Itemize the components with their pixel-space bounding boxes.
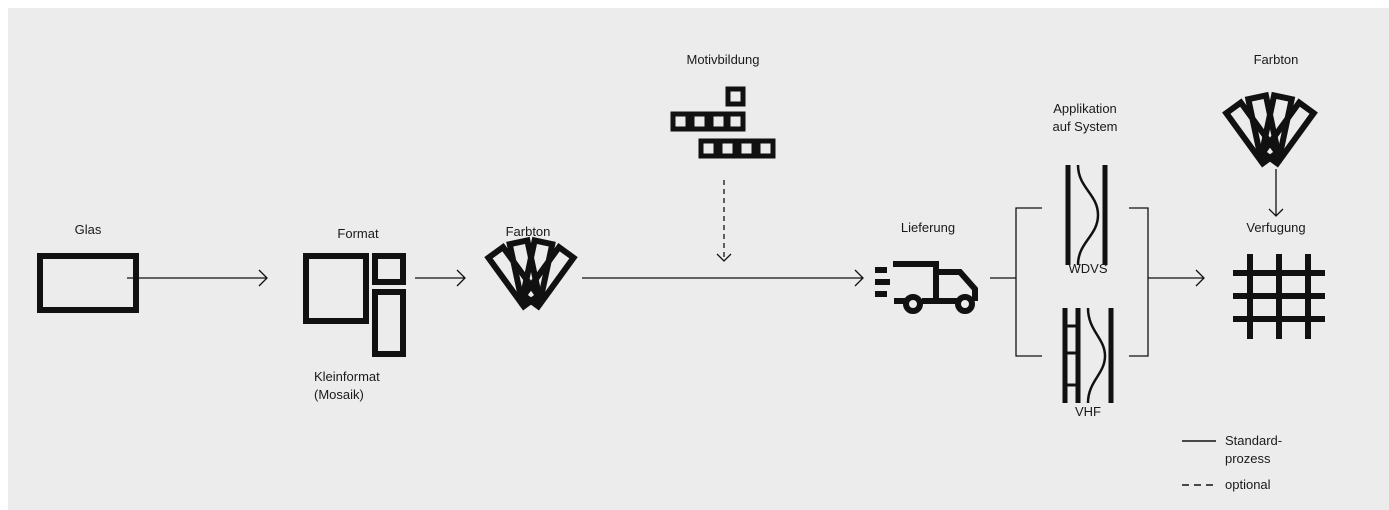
glass-pane-icon [37, 253, 139, 313]
process-diagram: Glas Format Kleinformat (Mosaik) Farbton… [8, 8, 1389, 510]
mosaic-pattern-icon [670, 86, 776, 159]
legend-optional: optional [1225, 477, 1271, 492]
label-wdvs: WDVS [1068, 261, 1108, 276]
arrow-application-verfugung [1148, 269, 1205, 287]
label-applikation-2: auf System [1052, 119, 1118, 134]
wall-system-wdvs-icon [1065, 164, 1108, 266]
label-farbton-2: Farbton [1253, 52, 1299, 67]
grout-grid-icon [1233, 254, 1325, 339]
arrow-motivbildung-optional [716, 180, 732, 262]
format-tiles-icon [303, 253, 406, 357]
label-motivbildung: Motivbildung [686, 52, 760, 67]
label-glas: Glas [74, 222, 102, 237]
label-farbton: Farbton [505, 224, 551, 239]
label-lieferung: Lieferung [900, 220, 956, 235]
arrow-farbton-verfugung [1268, 169, 1284, 217]
arrow-glas-format [127, 269, 268, 287]
arrow-format-farbton [415, 269, 466, 287]
bracket-application [990, 207, 1149, 357]
color-swatch-icon-2 [1222, 91, 1318, 168]
label-kleinformat-1: Kleinformat [314, 369, 380, 384]
delivery-truck-icon [875, 261, 978, 314]
wall-system-vhf-icon [1062, 307, 1114, 404]
label-verfugung: Verfugung [1246, 220, 1306, 235]
label-kleinformat-2: (Mosaik) [314, 387, 364, 402]
legend-standard-1: Standard- [1225, 433, 1283, 448]
arrow-farbton-lieferung [582, 269, 864, 287]
color-swatch-icon [484, 236, 578, 311]
diagram-canvas [37, 86, 1325, 486]
label-format: Format [337, 226, 379, 241]
label-vhf: VHF [1075, 404, 1101, 419]
label-applikation-1: Applikation [1053, 101, 1117, 116]
legend-standard-2: prozess [1225, 451, 1271, 466]
